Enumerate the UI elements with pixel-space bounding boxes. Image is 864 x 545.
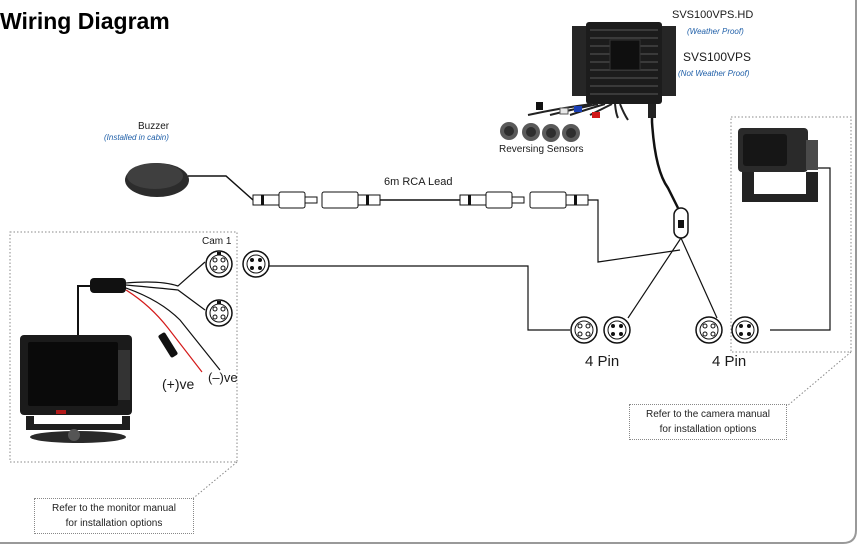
- negative-wire: [125, 287, 221, 371]
- camera-kit-box: [730, 116, 852, 353]
- video-splitter: [673, 207, 689, 239]
- monitor-note-leader: [184, 461, 238, 506]
- extension-cable: [269, 265, 570, 331]
- buzzer-wire: [188, 175, 254, 201]
- splitter-to-left-4pin: [627, 237, 682, 319]
- unit-name: SVS100VPS: [683, 50, 752, 64]
- inline-fuse-holder: [158, 332, 178, 358]
- monitor-to-cam2-wire: [125, 284, 206, 311]
- positive-label: (+)ve: [162, 376, 195, 392]
- camera-manual-note: Refer to the camera manual for installat…: [629, 404, 787, 440]
- buzzer-note: (Installed in cabin): [104, 133, 169, 142]
- monitor-cable: [77, 285, 90, 335]
- extension-male-4pin-left: [242, 250, 270, 278]
- reversing-sensors-label: Reversing Sensors: [499, 144, 584, 155]
- monitor-kit-box: [9, 231, 238, 463]
- camera-note-line1: Refer to the camera manual: [646, 409, 770, 420]
- camera-note-line2: for installation options: [659, 424, 757, 435]
- rca-socket-1: [321, 191, 381, 209]
- reversing-camera: [738, 128, 818, 202]
- sensor-connector-black: [536, 102, 543, 110]
- sensor-connector-blue: [574, 106, 582, 112]
- reversing-sensor-3: [542, 124, 560, 142]
- monitor-device: [20, 335, 132, 443]
- monitor-note-line1: Refer to the monitor manual: [52, 503, 176, 514]
- monitor-note-line2: for installation options: [65, 518, 163, 529]
- reversing-sensor-1: [500, 122, 518, 140]
- buzzer-device: [125, 163, 189, 197]
- pin-left-label: 4 Pin: [585, 353, 620, 370]
- right-pair-male-4pin: [731, 316, 759, 344]
- rca-plug-2: [459, 191, 525, 209]
- sensor-connector-red: [592, 112, 600, 118]
- monitor-to-cam1-wire: [125, 261, 206, 287]
- page-title: Wiring Diagram: [0, 8, 170, 34]
- unit-video-cable: [650, 104, 680, 209]
- unit-hd-note: (Weather Proof): [687, 27, 744, 36]
- left-pair-female-4pin: [570, 316, 598, 344]
- reversing-sensor-4: [562, 124, 580, 142]
- cam1-label: Cam 1: [202, 236, 232, 247]
- rca-socket-2: [529, 191, 589, 209]
- negative-label: (–)ve: [208, 370, 238, 385]
- rca-to-splitter-wire: [588, 199, 681, 263]
- buzzer-label: Buzzer: [138, 121, 170, 132]
- sensor-connector-white: [559, 107, 569, 115]
- unit-note: (Not Weather Proof): [678, 69, 750, 78]
- reversing-sensor-2: [522, 123, 540, 141]
- right-pair-female-4pin: [695, 316, 723, 344]
- control-unit: [572, 22, 676, 104]
- monitor-manual-note: Refer to the monitor manual for installa…: [34, 498, 194, 534]
- rca-lead-label: 6m RCA Lead: [384, 176, 453, 188]
- positive-wire: [125, 289, 203, 373]
- pin-right-label: 4 Pin: [712, 353, 747, 370]
- cam1-female-4pin: [205, 250, 233, 278]
- splitter-to-right-4pin: [680, 237, 718, 319]
- monitor-cable-junction: [90, 278, 126, 293]
- left-pair-male-4pin: [603, 316, 631, 344]
- camera-note-leader: [779, 351, 852, 413]
- camera-cable: [770, 167, 831, 331]
- unit-cable-plug: [648, 104, 656, 118]
- cam2-female-4pin: [205, 299, 233, 327]
- unit-hd-name: SVS100VPS.HD: [672, 9, 754, 21]
- rca-plug-1: [252, 191, 318, 209]
